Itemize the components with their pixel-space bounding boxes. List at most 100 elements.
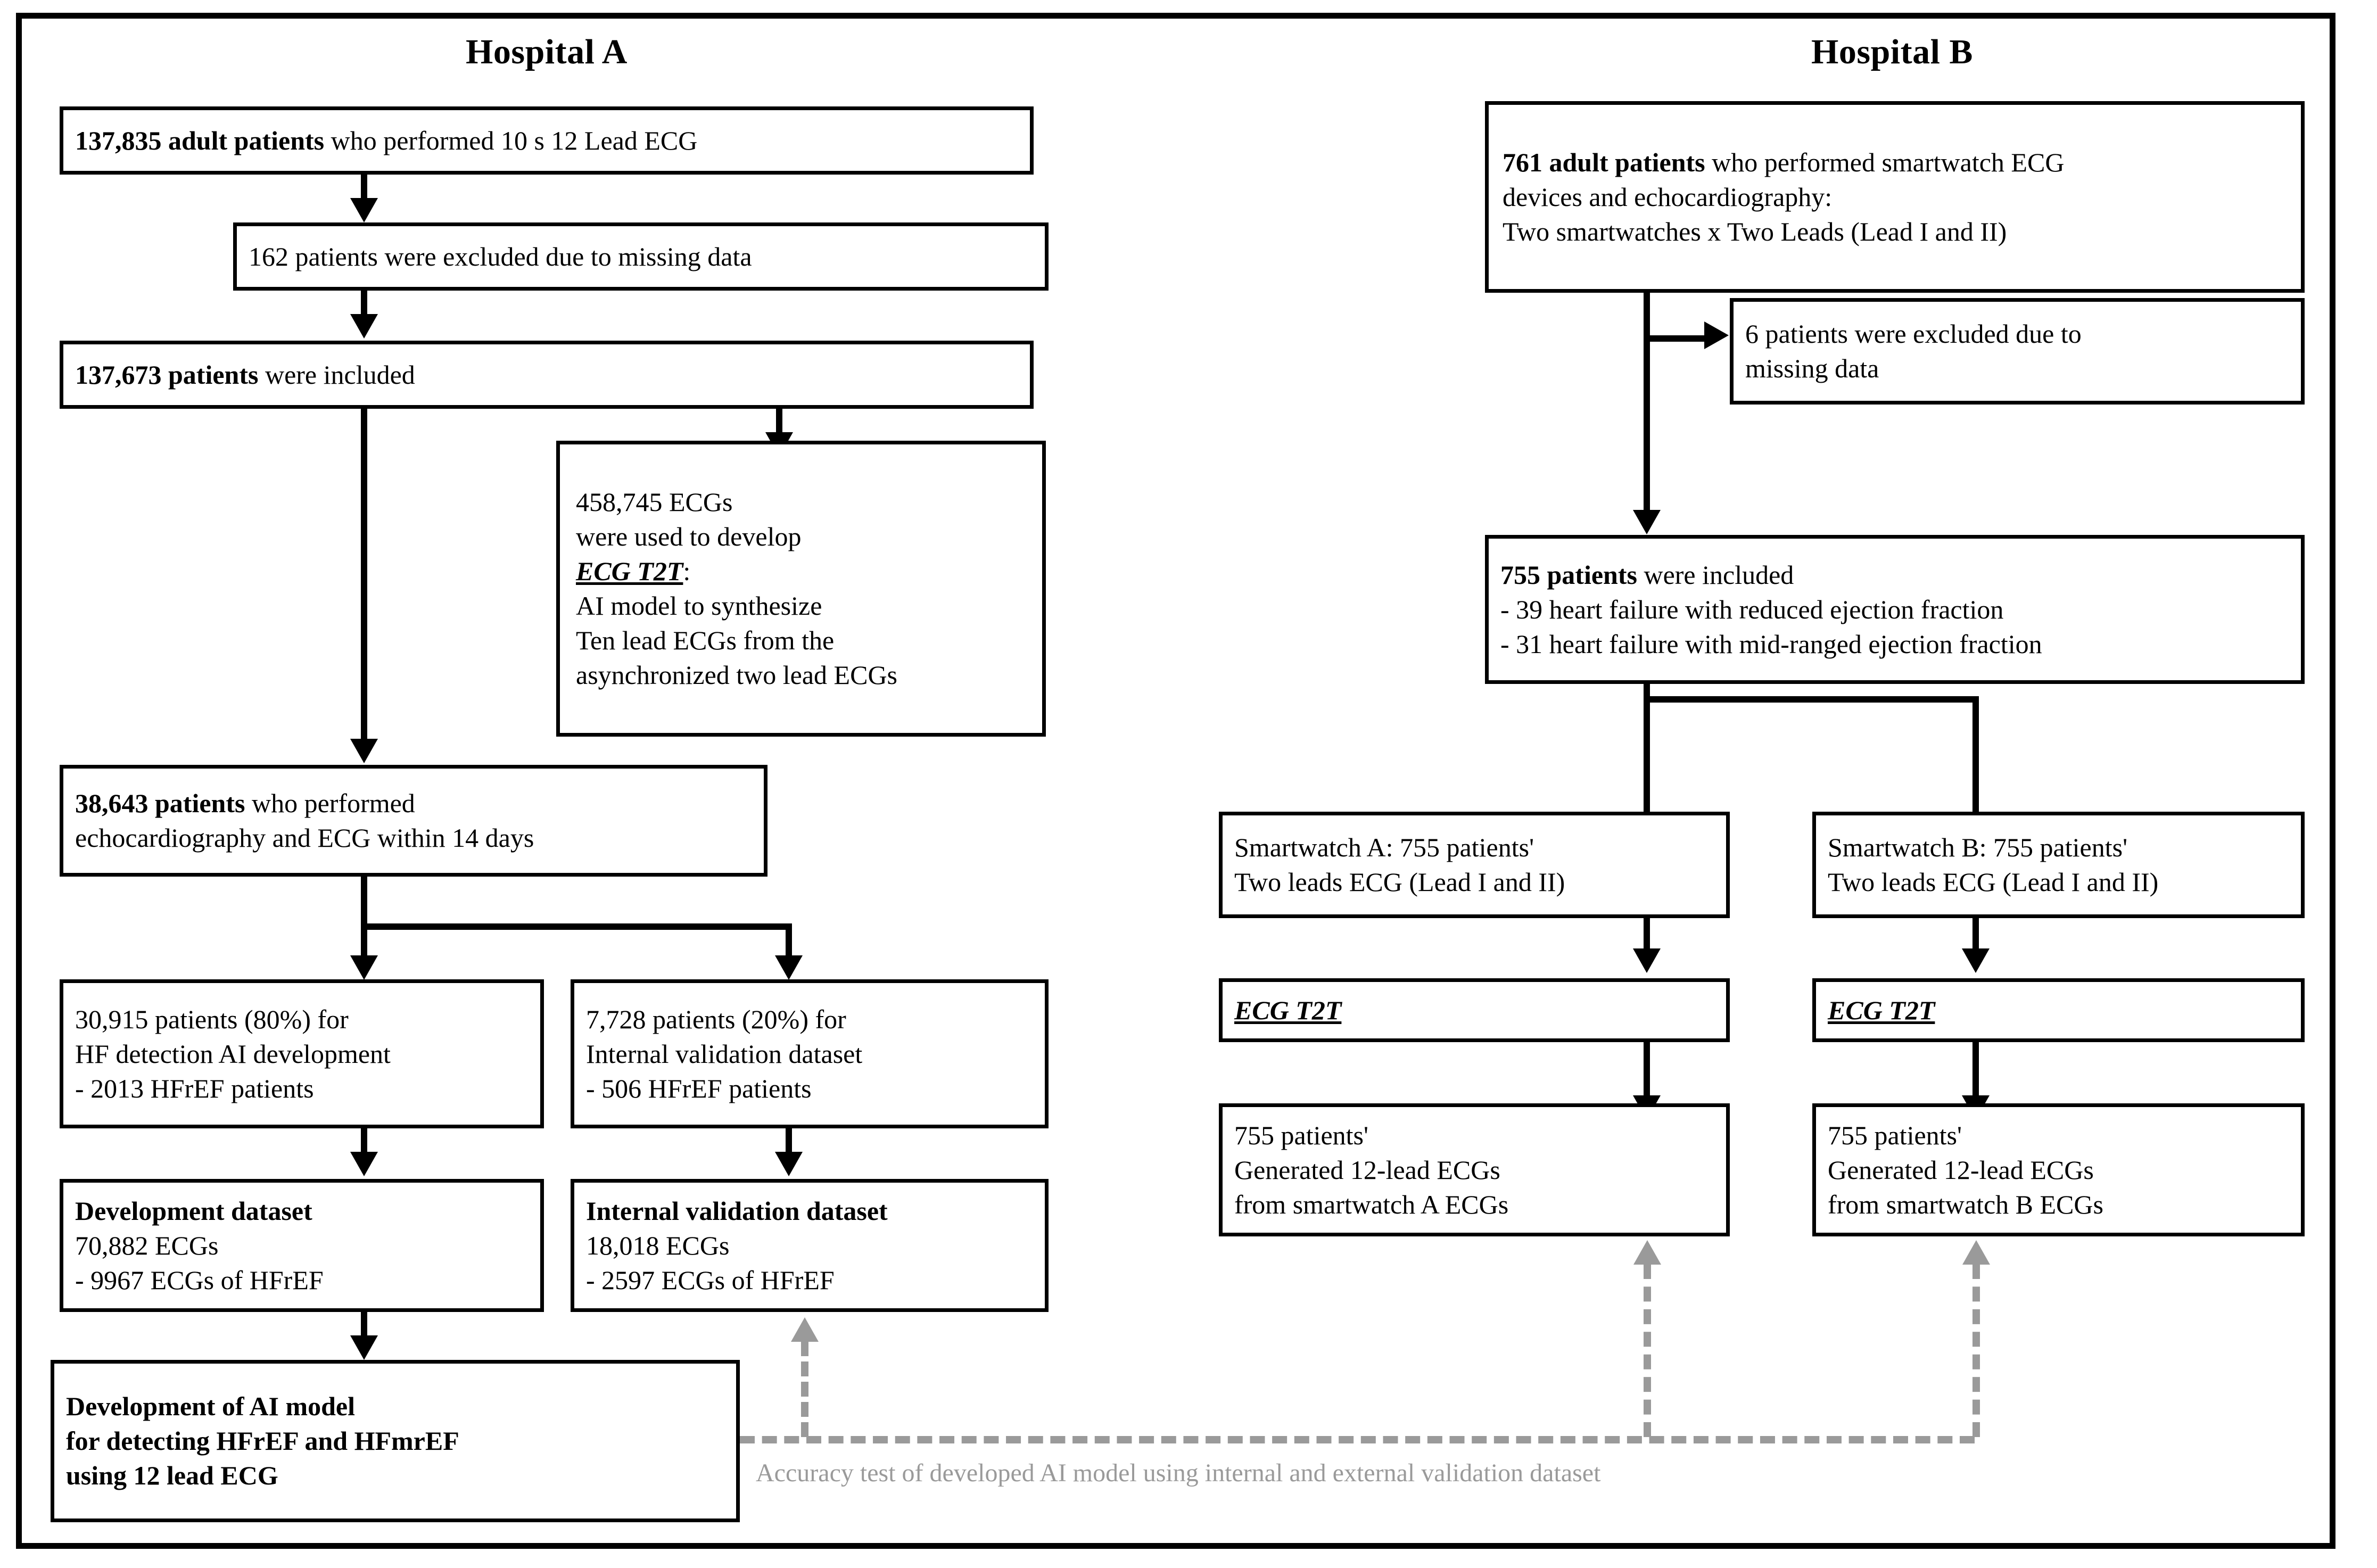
connector-a6-a8 <box>786 1128 792 1154</box>
box-hospital-a-excluded: 162 patients were excluded due to missin… <box>233 222 1049 291</box>
box-hospital-a-echo-matched: 38,643 patients who performed echocardio… <box>60 765 767 877</box>
connector-a1-a2 <box>361 175 367 200</box>
b-total-patients-text: who performed smartwatch ECG <box>1705 147 2065 177</box>
arrowhead-b1-b3 <box>1633 510 1661 534</box>
box-hospital-a-total-patients: 137,835 adult patients who performed 10 … <box>60 106 1034 175</box>
arrowhead-a7-a9 <box>350 1335 378 1360</box>
connector-swb-t2t <box>1972 918 1979 951</box>
train-split-line2: HF detection AI development <box>75 1038 391 1069</box>
ecg-t2t-b-label: ECG T2T <box>1828 995 1935 1025</box>
box-ecg-t2t-development: 458,745 ECGs were used to develop ECG T2… <box>556 441 1046 737</box>
arrowhead-a4-left <box>350 955 378 980</box>
development-dataset-hfref: - 9967 ECGs of HFrEF <box>75 1265 324 1295</box>
included-count: 137,673 patients <box>75 359 259 390</box>
internal-validation-hfref: - 2597 ECGs of HFrEF <box>586 1265 835 1295</box>
t2t-desc-3: asynchronized two lead ECGs <box>576 660 898 690</box>
box-ecg-t2t-b: ECG T2T <box>1812 978 2305 1042</box>
arrowhead-swb-t2t <box>1962 948 1990 973</box>
box-ai-model-development: Development of AI model for detecting HF… <box>51 1360 740 1522</box>
connector-a4-left-drop <box>361 923 367 958</box>
connector-b3-right-drop <box>1972 696 1979 850</box>
b-total-patients-line3: Two smartwatches x Two Leads (Lead I and… <box>1503 216 2007 246</box>
connector-a3-t2t <box>776 409 782 434</box>
generated-a-line1: 755 patients' <box>1234 1120 1369 1150</box>
echo-matched-text: who performed <box>245 788 415 818</box>
connector-swa-t2t <box>1644 918 1650 951</box>
ai-model-line3: using 12 lead ECG <box>66 1460 278 1490</box>
box-hospital-a-included: 137,673 patients were included <box>60 341 1034 409</box>
connector-a4-stem <box>361 877 367 930</box>
connector-a5-a7 <box>361 1128 367 1154</box>
connector-b3-split <box>1644 696 1979 703</box>
arrowhead-b-excluded <box>1704 321 1729 349</box>
hospital-b-title: Hospital B <box>1811 32 1973 71</box>
box-internal-validation-dataset: Internal validation dataset 18,018 ECGs … <box>571 1179 1049 1312</box>
box-smartwatch-b: Smartwatch B: 755 patients' Two leads EC… <box>1812 812 2305 918</box>
train-split-line1: 30,915 patients (80%) for <box>75 1004 349 1034</box>
echo-matched-count: 38,643 patients <box>75 788 245 818</box>
ai-model-line2: for detecting HFrEF and HFmrEF <box>66 1426 459 1456</box>
b-included-hfref: - 39 heart failure with reduced ejection… <box>1500 594 2004 624</box>
arrowhead-a4-right <box>775 955 803 980</box>
connector-t2ta-gena <box>1644 1042 1650 1099</box>
accuracy-dashed-line <box>740 1436 1975 1443</box>
arrowhead-accuracy-generated-a <box>1633 1240 1661 1265</box>
echo-matched-line2: echocardiography and ECG within 14 days <box>75 823 534 853</box>
box-smartwatch-a: Smartwatch A: 755 patients' Two leads EC… <box>1219 812 1730 918</box>
train-split-line3: - 2013 HFrEF patients <box>75 1073 314 1103</box>
box-hospital-b-total-patients: 761 adult patients who performed smartwa… <box>1485 101 2305 293</box>
accuracy-dashed-riser-internal <box>801 1341 808 1437</box>
box-hospital-b-included: 755 patients were included - 39 heart fa… <box>1485 535 2305 684</box>
internal-validation-title: Internal validation dataset <box>586 1195 888 1226</box>
generated-b-line3: from smartwatch B ECGs <box>1828 1189 2103 1219</box>
box-generated-ecgs-b: 755 patients' Generated 12-lead ECGs fro… <box>1812 1103 2305 1236</box>
box-hospital-b-excluded: 6 patients were excluded due to missing … <box>1730 298 2305 405</box>
t2t-ecg-count: 458,745 ECGs <box>576 487 733 517</box>
generated-a-line3: from smartwatch A ECGs <box>1234 1189 1509 1219</box>
accuracy-dashed-riser-generated-a <box>1644 1264 1651 1437</box>
included-text: were included <box>258 359 415 390</box>
box-ecg-t2t-a: ECG T2T <box>1219 978 1730 1042</box>
connector-b3-stem <box>1644 684 1650 850</box>
generated-a-line2: Generated 12-lead ECGs <box>1234 1154 1500 1185</box>
connector-b1-trunk <box>1644 293 1650 512</box>
box-hospital-a-train-split: 30,915 patients (80%) for HF detection A… <box>60 979 544 1128</box>
b-included-count: 755 patients <box>1500 559 1637 590</box>
arrowhead-a5-a7 <box>350 1152 378 1176</box>
smartwatch-a-line1: Smartwatch A: 755 patients' <box>1234 832 1534 862</box>
b-excluded-line1: 6 patients were excluded due to <box>1745 319 2082 349</box>
connector-a7-a9 <box>361 1312 367 1338</box>
accuracy-test-caption: Accuracy test of developed AI model usin… <box>756 1459 1601 1487</box>
arrowhead-a6-a8 <box>775 1152 803 1176</box>
connector-a4-right-drop <box>786 923 792 958</box>
development-dataset-title: Development dataset <box>75 1195 312 1226</box>
ecg-t2t-a-label: ECG T2T <box>1234 995 1342 1025</box>
t2t-colon: : <box>683 556 691 586</box>
val-split-line2: Internal validation dataset <box>586 1038 863 1069</box>
b-total-patients-count: 761 adult patients <box>1503 147 1705 177</box>
val-split-line1: 7,728 patients (20%) for <box>586 1004 846 1034</box>
figure-outer-border <box>16 13 2335 1549</box>
box-hospital-a-val-split: 7,728 patients (20%) for Internal valida… <box>571 979 1049 1128</box>
b-included-hfmref: - 31 heart failure with mid-ranged eject… <box>1500 629 2042 659</box>
arrowhead-accuracy-internal <box>791 1317 819 1342</box>
t2t-desc-2: Ten lead ECGs from the <box>576 625 835 655</box>
generated-b-line2: Generated 12-lead ECGs <box>1828 1154 2094 1185</box>
smartwatch-b-line1: Smartwatch B: 755 patients' <box>1828 832 2128 862</box>
arrowhead-a3-a4 <box>350 739 378 763</box>
smartwatch-a-line2: Two leads ECG (Lead I and II) <box>1234 867 1565 897</box>
connector-b-excluded-branch <box>1644 335 1707 342</box>
total-patients-text: who performed 10 s 12 Lead ECG <box>324 125 698 155</box>
connector-a2-a3 <box>361 291 367 316</box>
arrowhead-a2-a3 <box>350 314 378 339</box>
b-excluded-line2: missing data <box>1745 353 1879 383</box>
connector-a3-a4 <box>361 409 367 741</box>
total-patients-count: 137,835 adult patients <box>75 125 325 155</box>
t2t-desc-1: AI model to synthesize <box>576 591 822 621</box>
arrowhead-a1-a2 <box>350 198 378 222</box>
internal-validation-ecgs: 18,018 ECGs <box>586 1230 730 1260</box>
b-included-text: were included <box>1637 559 1794 590</box>
hospital-a-title: Hospital A <box>466 32 628 71</box>
t2t-purpose: were used to develop <box>576 522 802 551</box>
